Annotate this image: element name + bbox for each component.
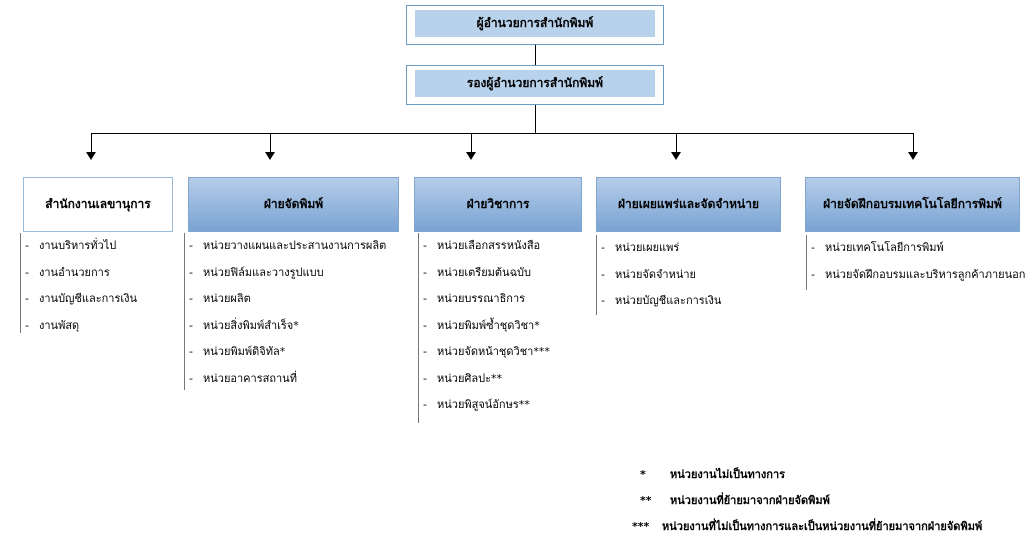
list-item: หน่วยฟิล์มและวางรูปแบบ bbox=[185, 260, 386, 287]
list-item: หน่วยเลือกสรรหนังสือ bbox=[419, 233, 550, 260]
legend-mark: ** bbox=[640, 494, 652, 507]
connector-director-deputy bbox=[535, 45, 536, 65]
list-item: งานบัญชีและการเงิน bbox=[21, 286, 137, 313]
list-item: หน่วยศิลปะ** bbox=[419, 366, 550, 393]
legend-text: หน่วยงานไม่เป็นทางการ bbox=[670, 468, 786, 481]
connector-drop-1 bbox=[91, 133, 92, 153]
connector-drop-3 bbox=[471, 133, 472, 153]
list-item: งานพัสดุ bbox=[21, 313, 137, 340]
unit-list-academic: หน่วยเลือกสรรหนังสือ หน่วยเตรียมต้นฉบับ … bbox=[418, 233, 550, 423]
list-item: หน่วยพิมพ์ซ้ำชุดวิชา* bbox=[419, 313, 550, 340]
legend-text: หน่วยงานที่ย้ายมาจากฝ่ายจัดพิมพ์ bbox=[670, 494, 830, 507]
list-item: หน่วยเผยแพร่ bbox=[597, 235, 721, 262]
unit-list-secretariat: งานบริหารทั่วไป งานอำนวยการ งานบัญชีและก… bbox=[20, 233, 137, 333]
deputy-box: รองผู้อำนวยการสำนักพิมพ์ bbox=[406, 65, 664, 105]
list-item: หน่วยจัดจำหน่าย bbox=[597, 262, 721, 289]
dept-label-training: ฝ่ายจัดฝึกอบรมเทคโนโลยีการพิมพ์ bbox=[823, 197, 1002, 211]
arrow-2 bbox=[265, 152, 275, 160]
dept-box-training: ฝ่ายจัดฝึกอบรมเทคโนโลยีการพิมพ์ bbox=[805, 177, 1020, 232]
dept-box-secretariat: สำนักงานเลขานุการ bbox=[23, 177, 173, 232]
director-label: ผู้อำนวยการสำนักพิมพ์ bbox=[415, 10, 655, 37]
dept-label-secretariat: สำนักงานเลขานุการ bbox=[45, 197, 151, 211]
legend-mark: *** bbox=[632, 520, 650, 533]
legend-row-1: * หน่วยงานไม่เป็นทางการ bbox=[640, 465, 785, 483]
list-item: หน่วยพิมพ์ดิจิทัล* bbox=[185, 339, 386, 366]
dept-box-academic: ฝ่ายวิชาการ bbox=[414, 177, 582, 232]
arrow-1 bbox=[86, 152, 96, 160]
connector-deputy-bus bbox=[535, 105, 536, 133]
legend-row-3: *** หน่วยงานที่ไม่เป็นทางการและเป็นหน่วยง… bbox=[632, 517, 982, 535]
arrow-3 bbox=[466, 152, 476, 160]
list-item: หน่วยวางแผนและประสานงานการผลิต bbox=[185, 233, 386, 260]
unit-list-training: หน่วยเทคโนโลยีการพิมพ์ หน่วยจัดฝึกอบรมแล… bbox=[806, 235, 1025, 290]
list-item: หน่วยพิสูจน์อักษร** bbox=[419, 392, 550, 419]
list-item: งานอำนวยการ bbox=[21, 260, 137, 287]
list-item: หน่วยบัญชีและการเงิน bbox=[597, 288, 721, 315]
connector-drop-4 bbox=[676, 133, 677, 153]
list-item: หน่วยเทคโนโลยีการพิมพ์ bbox=[807, 235, 1025, 262]
legend-row-2: ** หน่วยงานที่ย้ายมาจากฝ่ายจัดพิมพ์ bbox=[640, 491, 830, 509]
legend-text: หน่วยงานที่ไม่เป็นทางการและเป็นหน่วยงานท… bbox=[662, 520, 983, 533]
dept-label-printing: ฝ่ายจัดพิมพ์ bbox=[263, 197, 324, 211]
list-item: หน่วยจัดหน้าชุดวิชา*** bbox=[419, 339, 550, 366]
list-item: หน่วยผลิต bbox=[185, 286, 386, 313]
dept-box-printing: ฝ่ายจัดพิมพ์ bbox=[188, 177, 399, 232]
dept-label-academic: ฝ่ายวิชาการ bbox=[466, 197, 530, 211]
list-item: หน่วยบรรณาธิการ bbox=[419, 286, 550, 313]
connector-drop-5 bbox=[913, 133, 914, 153]
deputy-label: รองผู้อำนวยการสำนักพิมพ์ bbox=[415, 70, 655, 97]
list-item: หน่วยจัดฝึกอบรมและบริหารลูกค้าภายนอก bbox=[807, 262, 1025, 289]
list-item: หน่วยอาคารสถานที่ bbox=[185, 366, 386, 393]
unit-list-distribution: หน่วยเผยแพร่ หน่วยจัดจำหน่าย หน่วยบัญชีแ… bbox=[596, 235, 721, 315]
list-item: หน่วยเตรียมต้นฉบับ bbox=[419, 260, 550, 287]
arrow-5 bbox=[908, 152, 918, 160]
connector-drop-2 bbox=[270, 133, 271, 153]
dept-box-distribution: ฝ่ายเผยแพร่และจัดจำหน่าย bbox=[596, 177, 781, 232]
list-item: งานบริหารทั่วไป bbox=[21, 233, 137, 260]
arrow-4 bbox=[671, 152, 681, 160]
legend-mark: * bbox=[640, 468, 646, 481]
unit-list-printing: หน่วยวางแผนและประสานงานการผลิต หน่วยฟิล์… bbox=[184, 233, 386, 390]
dept-label-distribution: ฝ่ายเผยแพร่และจัดจำหน่าย bbox=[617, 197, 760, 211]
connector-bus bbox=[91, 133, 913, 134]
list-item: หน่วยสิ่งพิมพ์สำเร็จ* bbox=[185, 313, 386, 340]
director-box: ผู้อำนวยการสำนักพิมพ์ bbox=[406, 5, 664, 45]
